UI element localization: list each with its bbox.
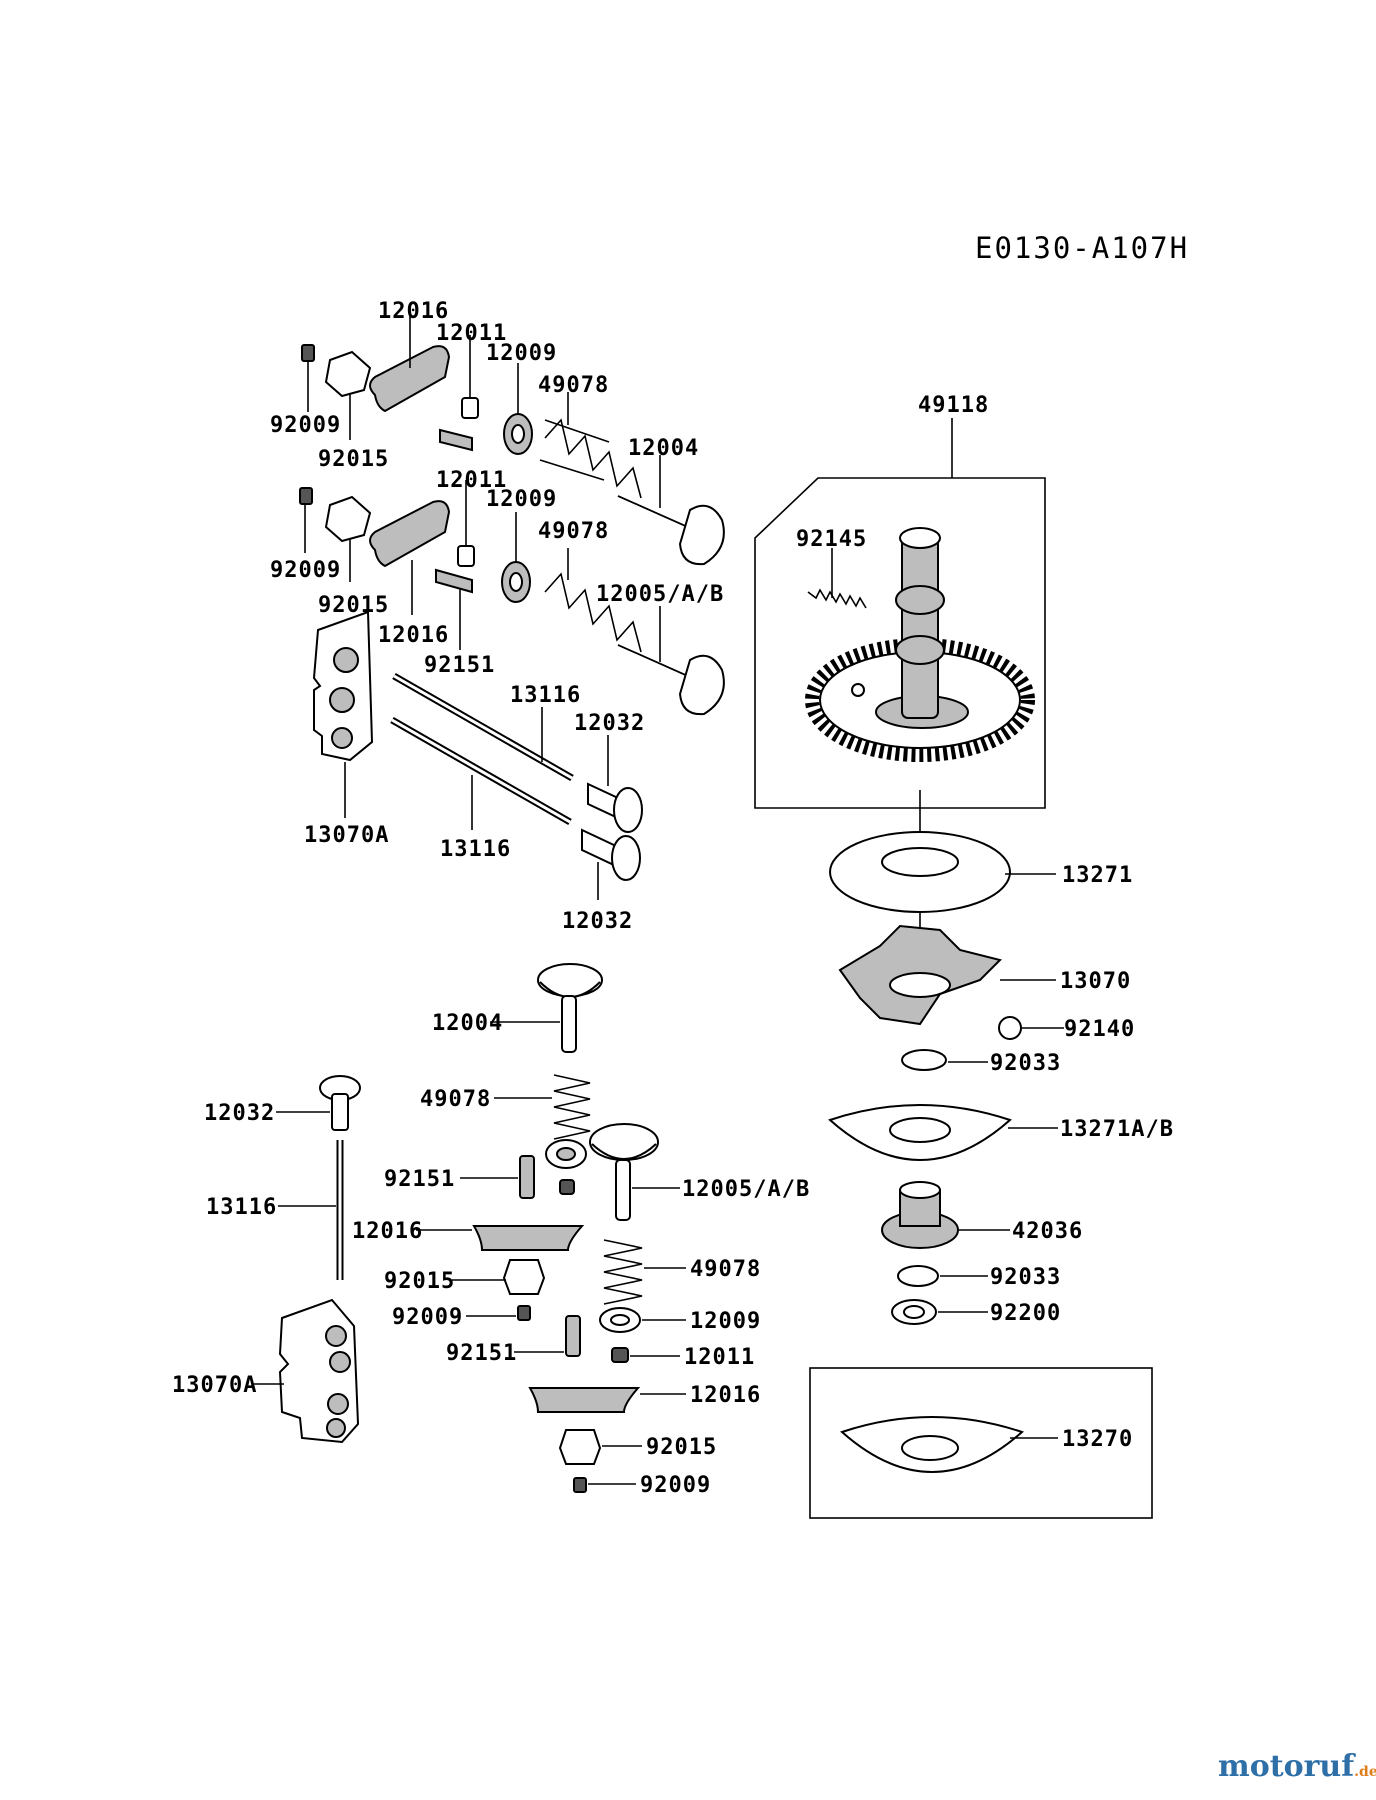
guide-plate-lower: [254, 1298, 360, 1444]
label-12011: 12011: [436, 321, 507, 346]
valve-12004-lower: [490, 963, 603, 1053]
label-13116: 13116: [440, 837, 511, 862]
label-92015: 92015: [646, 1435, 717, 1460]
label-12016: 12016: [378, 299, 449, 324]
label-49078: 49078: [538, 519, 609, 544]
label-92151: 92151: [384, 1167, 455, 1192]
governor-cup-13271ab: [828, 1104, 1058, 1161]
label-13116: 13116: [510, 683, 581, 708]
label-12016: 12016: [352, 1219, 423, 1244]
label-13070a: 13070A: [304, 823, 389, 848]
label-92009: 92009: [392, 1305, 463, 1330]
label-92009: 92009: [270, 413, 341, 438]
valve-spring-upper: [539, 418, 642, 499]
label-92151: 92151: [446, 1341, 517, 1366]
label-12032: 12032: [562, 909, 633, 934]
label-12032: 12032: [204, 1101, 275, 1126]
label-92015: 92015: [318, 593, 389, 618]
label-92151: 92151: [424, 653, 495, 678]
label-92145: 92145: [796, 527, 867, 552]
circlip-92033: [901, 1049, 947, 1071]
label-13116: 13116: [206, 1195, 277, 1220]
label-13271a-b: 13271A/B: [1060, 1117, 1174, 1142]
circlip-92033-lower: [897, 1265, 939, 1287]
label-92015: 92015: [318, 447, 389, 472]
rocker-assembly-lower: [299, 480, 725, 716]
label-13070a: 13070A: [172, 1373, 257, 1398]
label-12009: 12009: [486, 487, 557, 512]
label-12009: 12009: [690, 1309, 761, 1334]
push-rods: [390, 672, 574, 830]
diagram-code: E0130-A107H: [975, 231, 1189, 265]
label-92200: 92200: [990, 1301, 1061, 1326]
gear-42036: [881, 1181, 1010, 1249]
valve-spring-lower: [553, 1074, 591, 1140]
label-92009: 92009: [640, 1473, 711, 1498]
camshaft-assembly: [754, 418, 1046, 809]
label-49078: 49078: [538, 373, 609, 398]
label-12009: 12009: [486, 341, 557, 366]
label-13271: 13271: [1062, 863, 1133, 888]
label-42036: 42036: [1012, 1219, 1083, 1244]
label-49118: 49118: [918, 393, 989, 418]
label-92015: 92015: [384, 1269, 455, 1294]
brand-logo: motoruf.de: [1218, 1749, 1376, 1784]
label-49078: 49078: [690, 1257, 761, 1282]
label-12011: 12011: [436, 468, 507, 493]
svg-text:motoruf.de: motoruf.de: [1218, 1749, 1376, 1784]
washer-13271: [829, 831, 1056, 913]
valve-12005-lower: [589, 1123, 680, 1221]
label-12016: 12016: [378, 623, 449, 648]
governor-cup-13270-box: [809, 1367, 1153, 1519]
ball-92140: [998, 1016, 1022, 1040]
label-92033: 92033: [990, 1265, 1061, 1290]
label-12004: 12004: [432, 1011, 503, 1036]
governor-weight-13070: [838, 924, 1056, 1026]
label-92140: 92140: [1064, 1017, 1135, 1042]
rocker-arm-lower: [472, 1225, 585, 1251]
label-13270: 13270: [1062, 1427, 1133, 1452]
guide-plate-upper: [312, 610, 374, 818]
label-92033: 92033: [990, 1051, 1061, 1076]
label-12004: 12004: [628, 436, 699, 461]
label-12016: 12016: [690, 1383, 761, 1408]
label-13070: 13070: [1060, 969, 1131, 994]
label-12005-a-b: 12005/A/B: [682, 1177, 810, 1202]
stud-92151: [519, 1155, 535, 1199]
label-12011: 12011: [684, 1345, 755, 1370]
rocker-assembly-upper: [301, 313, 725, 566]
label-12005-a-b: 12005/A/B: [596, 582, 724, 607]
label-92009: 92009: [270, 558, 341, 583]
label-49078: 49078: [420, 1087, 491, 1112]
tappets-upper: [581, 735, 643, 900]
label-12032: 12032: [574, 711, 645, 736]
